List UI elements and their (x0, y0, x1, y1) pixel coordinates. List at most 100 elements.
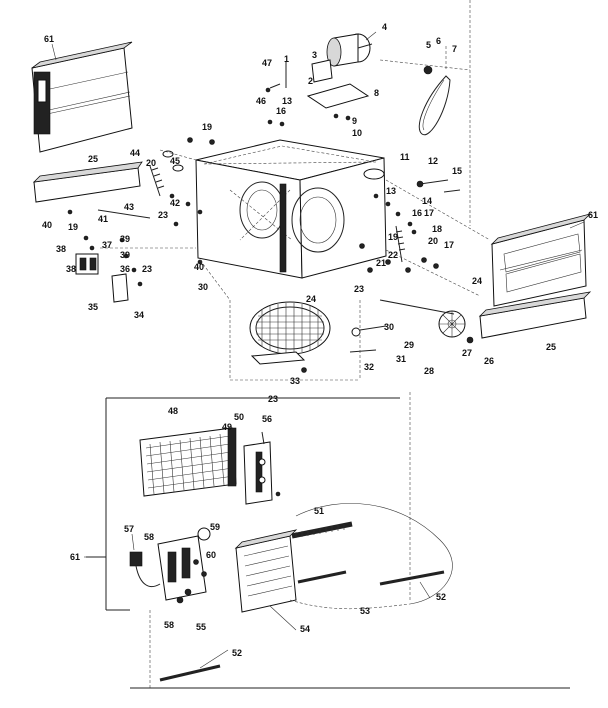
label-61b: 61 (588, 210, 598, 220)
label-48: 48 (168, 406, 178, 416)
upper-leader-lines (100, 0, 491, 381)
label-60: 60 (206, 550, 216, 560)
label-20b: 20 (428, 236, 438, 246)
label-27: 27 (462, 348, 472, 358)
label-17a: 17 (424, 208, 434, 218)
label-23b: 23 (142, 264, 152, 274)
part-labels: 61 47 1 3 4 5 6 7 2 8 46 13 16 9 10 19 4… (42, 22, 598, 658)
label-21: 21 (376, 258, 386, 268)
label-43: 43 (124, 202, 134, 212)
label-46: 46 (256, 96, 266, 106)
label-61c: 61 (70, 552, 80, 562)
label-51: 51 (314, 506, 324, 516)
label-58a: 58 (144, 532, 154, 542)
label-58b: 58 (164, 620, 174, 630)
label-18: 18 (432, 224, 442, 234)
left-front-panel (31, 41, 133, 153)
right-front-panel (490, 213, 592, 307)
label-52b: 52 (232, 648, 242, 658)
label-44: 44 (130, 148, 140, 158)
label-4: 4 (382, 22, 387, 32)
label-25b: 25 (546, 342, 556, 352)
label-57: 57 (124, 524, 134, 534)
label-50: 50 (234, 412, 244, 422)
label-11: 11 (400, 152, 410, 162)
label-30b: 30 (384, 322, 394, 332)
label-40b: 40 (194, 262, 204, 272)
label-14: 14 (422, 196, 432, 206)
label-7: 7 (452, 44, 457, 54)
label-24b: 24 (472, 276, 482, 286)
label-12: 12 (428, 156, 438, 166)
left-drip-tray (32, 161, 143, 203)
label-54: 54 (300, 624, 310, 634)
label-49: 49 (222, 422, 232, 432)
label-32: 32 (364, 362, 374, 372)
heater-core (234, 529, 298, 613)
label-61a: 61 (44, 34, 54, 44)
label-15: 15 (452, 166, 462, 176)
evaporator-coil (139, 427, 237, 497)
label-13a: 13 (282, 96, 292, 106)
label-42: 42 (170, 198, 180, 208)
label-26: 26 (484, 356, 494, 366)
label-40a: 40 (42, 220, 52, 230)
label-2: 2 (308, 76, 313, 86)
label-1: 1 (284, 54, 289, 64)
label-35: 35 (88, 302, 98, 312)
motor-bracket (306, 59, 370, 109)
label-38b: 38 (66, 264, 76, 274)
heating-element (291, 521, 353, 539)
control-box (129, 527, 211, 604)
label-59: 59 (210, 522, 220, 532)
label-10: 10 (352, 128, 362, 138)
label-29: 29 (404, 340, 414, 350)
label-6: 6 (436, 36, 441, 46)
label-41: 41 (98, 214, 108, 224)
label-17b: 17 (444, 240, 454, 250)
rods-and-wiring (159, 503, 453, 682)
label-24a: 24 (306, 294, 316, 304)
label-39a: 39 (120, 234, 130, 244)
label-36: 36 (120, 264, 130, 274)
label-34: 34 (134, 310, 144, 320)
leader-lines (51, 31, 585, 669)
label-47: 47 (262, 58, 272, 68)
label-33: 33 (290, 376, 300, 386)
label-38a: 38 (56, 244, 66, 254)
label-23d: 23 (268, 394, 278, 404)
drive-belt (418, 65, 451, 136)
label-45: 45 (170, 156, 180, 166)
fastener-group (67, 62, 474, 373)
label-8: 8 (374, 88, 379, 98)
label-31: 31 (396, 354, 406, 364)
label-56a: 56 (262, 414, 272, 424)
label-13b: 13 (386, 186, 396, 196)
pulley-wheel (438, 310, 466, 338)
lower-assembly-bracket (86, 392, 570, 690)
label-52a: 52 (436, 592, 446, 602)
cabinet-housing (195, 139, 387, 279)
label-9: 9 (352, 116, 357, 126)
mounting-bracket (243, 431, 281, 505)
label-19b: 19 (388, 232, 398, 242)
label-39b: 39 (120, 250, 130, 260)
label-23a: 23 (158, 210, 168, 220)
label-16a: 16 (276, 106, 286, 116)
label-53: 53 (360, 606, 370, 616)
label-28: 28 (424, 366, 434, 376)
label-5: 5 (426, 40, 431, 50)
label-55: 55 (196, 622, 206, 632)
motor (326, 33, 373, 67)
label-19a: 19 (202, 122, 212, 132)
label-22: 22 (388, 250, 398, 260)
label-23c: 23 (354, 284, 364, 294)
blower-wheel (249, 301, 331, 355)
label-3: 3 (312, 50, 317, 60)
label-20a: 20 (146, 158, 156, 168)
label-16b: 16 (412, 208, 422, 218)
right-drip-tray (478, 291, 592, 339)
label-30a: 30 (198, 282, 208, 292)
label-19c: 19 (68, 222, 78, 232)
